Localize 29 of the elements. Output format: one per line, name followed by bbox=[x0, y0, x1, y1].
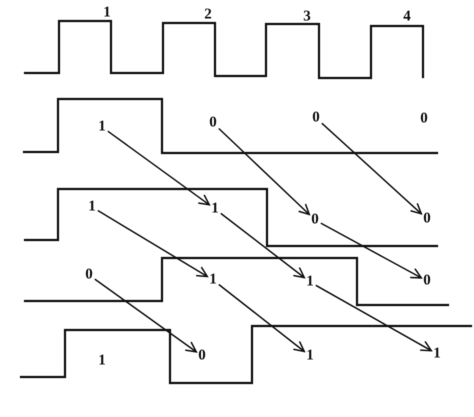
bit-value: 1 bbox=[97, 352, 107, 370]
pulse-number: 4 bbox=[402, 8, 412, 26]
bit-value: 1 bbox=[431, 346, 443, 362]
bit-value: 0 bbox=[421, 272, 433, 290]
bit-value: 1 bbox=[304, 348, 316, 364]
pulse-number: 2 bbox=[203, 6, 213, 24]
pulse-number: 3 bbox=[302, 8, 312, 26]
bit-value: 1 bbox=[304, 274, 316, 290]
bit-value: 0 bbox=[310, 110, 322, 126]
arrow bbox=[315, 284, 432, 352]
bit-value: 0 bbox=[421, 210, 433, 228]
bit-value: 0 bbox=[83, 266, 95, 284]
arrow bbox=[321, 122, 422, 215]
bit-value: 0 bbox=[419, 110, 429, 128]
arrow bbox=[94, 278, 198, 353]
bit-value: 1 bbox=[207, 272, 219, 288]
bit-value: 1 bbox=[86, 198, 98, 216]
bit-value: 0 bbox=[207, 114, 219, 132]
bit-value: 0 bbox=[309, 212, 321, 228]
bit-value: 1 bbox=[209, 200, 221, 218]
bit-value: 0 bbox=[196, 348, 208, 364]
arrow bbox=[320, 222, 422, 279]
arrow bbox=[97, 210, 208, 278]
pulse-number: 1 bbox=[102, 4, 112, 22]
arrow bbox=[107, 130, 210, 206]
arrow bbox=[218, 284, 306, 352]
arrow bbox=[218, 128, 310, 216]
arrow bbox=[220, 212, 306, 278]
bit-value: 1 bbox=[96, 118, 108, 136]
